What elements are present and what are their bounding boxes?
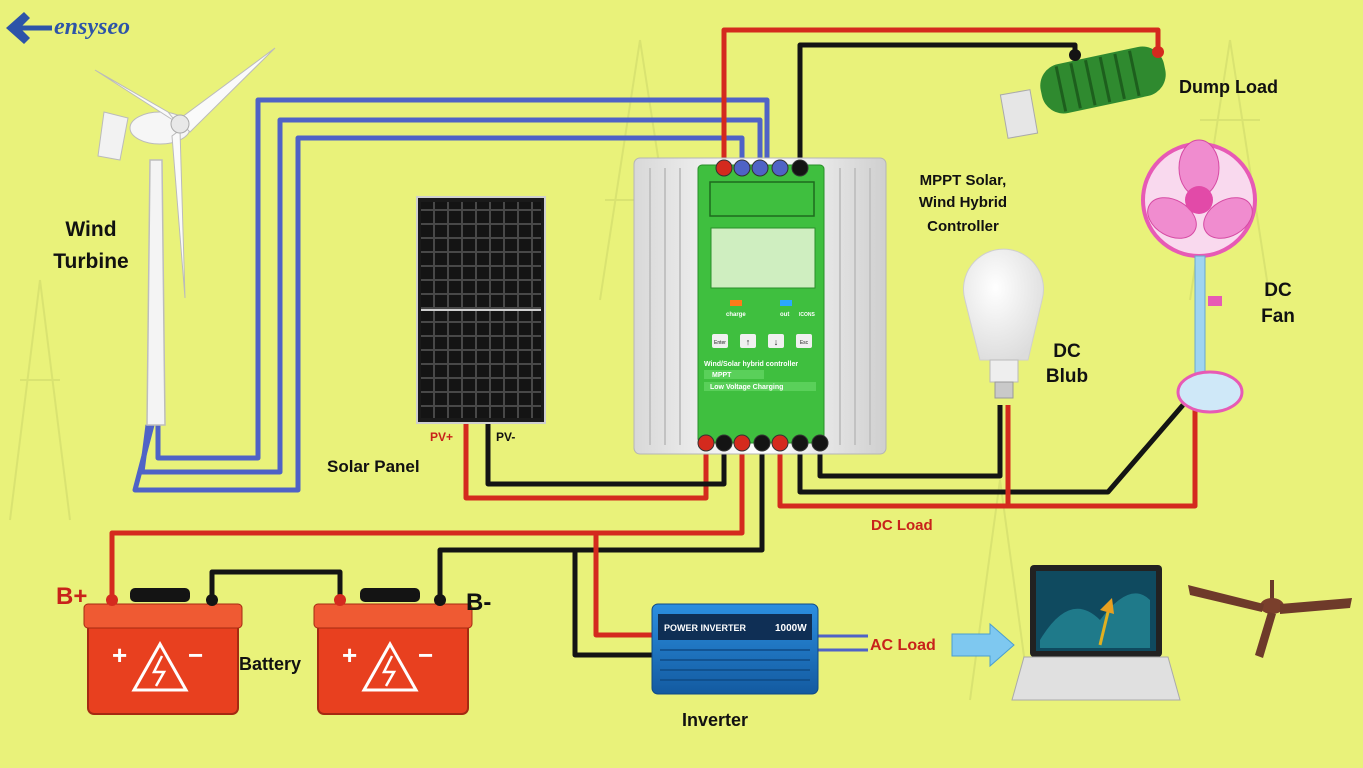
dc-fan-label-1: DC — [1264, 280, 1292, 301]
battery-left-minus-icon: − — [188, 640, 203, 670]
battery-label: Battery — [239, 654, 301, 674]
dump-load-wire-red — [721, 27, 1161, 168]
inverter-black-wire — [572, 550, 655, 658]
battery-right-warning-icon — [361, 640, 419, 692]
controller-low-voltage: Low Voltage Charging — [710, 384, 783, 391]
wind-turbine: Wind Turbine — [53, 47, 276, 426]
battery-left: + − — [83, 588, 243, 715]
pv-minus-wire — [485, 422, 727, 487]
battery-link-wire — [209, 569, 343, 600]
solar-panel-label: Solar Panel — [327, 457, 420, 476]
battery-right-minus-icon: − — [418, 640, 433, 670]
b-minus-label: B- — [466, 589, 491, 616]
controller-label-2: Wind Hybrid — [919, 194, 1007, 211]
inverter-rating: 1000W — [775, 623, 807, 634]
wind-wire-1 — [155, 97, 770, 461]
solar-panel: PV+ PV- Solar Panel — [327, 196, 546, 476]
arrow-right-icon — [951, 622, 1015, 668]
wind-wire-3 — [132, 135, 745, 493]
pv-plus-label: PV+ — [430, 430, 453, 444]
enter-button-label: Enter — [714, 340, 726, 346]
inverter-title: POWER INVERTER — [664, 623, 747, 633]
bulb-black-wire — [817, 405, 1003, 479]
b-plus-label: B+ — [56, 583, 87, 610]
dc-fan: DC Fan — [1141, 139, 1295, 414]
logo-text: ensyseo — [54, 14, 130, 40]
controller-label-1: MPPT Solar, — [920, 172, 1007, 189]
controller-charge-label: charge — [726, 312, 746, 318]
battery-plus-wire — [109, 445, 745, 600]
inverter: POWER INVERTER 1000W Inverter — [651, 603, 819, 730]
laptop — [1011, 565, 1181, 701]
battery-right-plus-icon: + — [342, 640, 357, 670]
battery-left-plus-icon: + — [112, 640, 127, 670]
battery-minus-wire — [437, 445, 765, 600]
up-button[interactable] — [740, 334, 756, 348]
down-arrow-icon: ↓ — [774, 337, 779, 347]
hybrid-controller: charge out ICONS Enter ↑ ↓ Esc Wind/Sola… — [633, 157, 1007, 455]
controller-out-label: out — [780, 312, 789, 318]
ceiling-fan — [1188, 580, 1352, 658]
dc-bulb-label-2: Blub — [1046, 366, 1088, 387]
dc-load-label: DC Load — [871, 517, 933, 534]
dump-load-wire-black — [797, 42, 1078, 168]
wires — [109, 27, 1198, 658]
controller-title: Wind/Solar hybrid controller — [704, 361, 798, 368]
dc-bulb: DC Blub — [963, 248, 1088, 399]
dc-bulb-label-1: DC — [1053, 341, 1081, 362]
wind-turbine-label-2: Turbine — [53, 250, 128, 273]
wind-turbine-label-1: Wind — [65, 218, 116, 241]
ac-load-label: AC Load — [870, 637, 936, 654]
top-terminals — [715, 159, 809, 177]
logo-icon — [6, 12, 52, 44]
controller-mppt: MPPT — [712, 372, 732, 379]
esc-button-label: Esc — [800, 340, 809, 346]
down-button[interactable] — [768, 334, 784, 348]
dump-load: Dump Load — [999, 46, 1278, 139]
dc-load-red-wire — [777, 410, 1198, 509]
battery-left-warning-icon — [131, 640, 189, 692]
dump-load-label: Dump Load — [1179, 77, 1278, 97]
esc-button[interactable] — [796, 334, 812, 348]
logo: ensyseo — [6, 12, 130, 44]
controller-buttons: Enter ↑ ↓ Esc — [712, 334, 812, 348]
dc-fan-label-2: Fan — [1261, 306, 1295, 327]
up-arrow-icon: ↑ — [746, 337, 751, 347]
inverter-red-wire — [593, 533, 655, 638]
pv-plus-wire — [463, 422, 709, 501]
pv-minus-label: PV- — [496, 430, 515, 444]
enter-button[interactable] — [712, 334, 728, 348]
battery-right: + − — [313, 588, 473, 715]
bottom-terminals — [697, 434, 829, 452]
inverter-label: Inverter — [682, 710, 748, 730]
dc-load-black-wire — [797, 403, 1185, 495]
controller-icons-label: ICONS — [799, 312, 816, 318]
controller-label-3: Controller — [927, 218, 999, 235]
